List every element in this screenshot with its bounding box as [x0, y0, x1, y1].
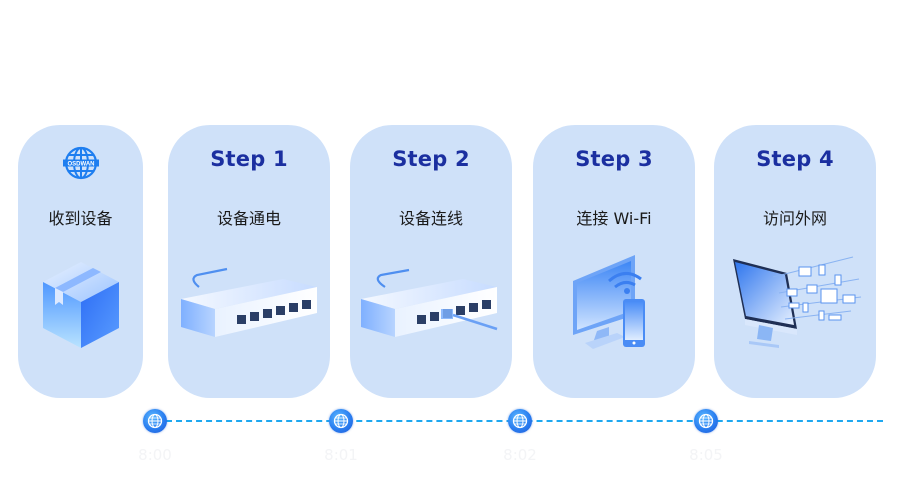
- timeline-time: 8:05: [689, 446, 723, 464]
- timeline-time: 8:01: [324, 446, 358, 464]
- card-label: 设备连线: [398, 209, 463, 228]
- card-step-1: Step 1 设备通电: [168, 125, 330, 398]
- timeline-node-globe-icon: [508, 409, 532, 433]
- timeline-node-globe-icon: [329, 409, 353, 433]
- timeline-node-globe-icon: [694, 409, 718, 433]
- card-label: 访问外网: [762, 209, 827, 228]
- monitor-wifi-phone-icon: [573, 255, 645, 349]
- step-title: Step 1: [210, 147, 288, 171]
- step-title: Step 3: [575, 147, 653, 171]
- card-label: 设备通电: [216, 209, 281, 228]
- card-step-2: Step 2 设备连线: [350, 125, 512, 398]
- step-title: Step 2: [392, 147, 470, 171]
- step-title: Step 4: [756, 147, 834, 171]
- package-box-icon: [42, 262, 119, 348]
- svg-text:OSDWAN: OSDWAN: [67, 161, 94, 167]
- card-receive-device: OSDWAN 收到设备: [18, 125, 143, 398]
- timeline-node-globe-icon: [143, 409, 167, 433]
- timeline-time: 8:02: [503, 446, 537, 464]
- card-label: 收到设备: [48, 209, 113, 228]
- card-label: 连接 Wi-Fi: [576, 209, 652, 228]
- card-step-3: Step 3 连接 Wi-Fi: [533, 125, 695, 398]
- monitor-internet-icon: [733, 256, 862, 348]
- switch-cable-connected-icon: [361, 268, 498, 337]
- network-switch-icon: [181, 267, 317, 337]
- osdwan-globe-logo-icon: OSDWAN: [62, 146, 99, 180]
- card-step-4: Step 4 访问外网: [714, 125, 876, 398]
- timeline-time: 8:00: [138, 446, 172, 464]
